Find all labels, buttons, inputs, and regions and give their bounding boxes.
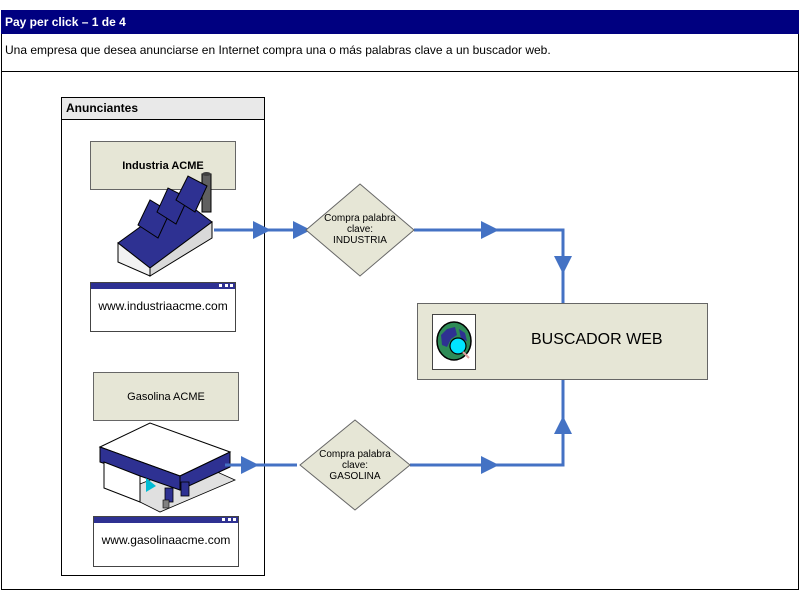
window-titlebar (94, 517, 238, 523)
advertiser-box-industria: Industria ACME (90, 141, 236, 190)
decision-text-gasolina: Compra palabra clave: GASOLINA (307, 449, 403, 482)
slide-title: Pay per click – 1 de 4 (1, 10, 799, 34)
gas-station-icon (98, 422, 236, 513)
search-engine-label: BUSCADOR WEB (531, 331, 663, 348)
flow-connectors (214, 221, 572, 474)
factory-icon (117, 172, 213, 277)
website-window-gasolina: www.gasolinaacme.com (93, 516, 239, 567)
decision-line: Compra palabra (324, 213, 396, 224)
advertisers-panel-title: Anunciantes (61, 97, 265, 120)
website-url: www.industriaacme.com (98, 299, 228, 313)
search-engine-box: BUSCADOR WEB (417, 303, 708, 380)
globe-search-icon (436, 321, 472, 361)
decision-keyword: INDUSTRIA (333, 235, 387, 246)
decision-keyword: GASOLINA (329, 471, 381, 482)
advertiser-box-gasolina: Gasolina ACME (93, 372, 239, 421)
decision-diamond-gasolina (299, 419, 411, 511)
website-window-industria: www.industriaacme.com (90, 282, 236, 332)
window-titlebar (91, 283, 235, 289)
decision-line: Compra palabra (319, 449, 391, 460)
window-controls-icon (222, 518, 236, 522)
decision-text-industria: Compra palabra clave: INDUSTRIA (312, 213, 408, 246)
search-engine-icon-frame (432, 314, 476, 370)
intro-text: Una empresa que desea anunciarse en Inte… (1, 34, 799, 72)
website-url: www.gasolinaacme.com (101, 533, 231, 547)
decision-line: clave: (346, 224, 374, 235)
window-controls-icon (219, 284, 233, 288)
decision-diamond-industria (305, 183, 415, 277)
decision-line: clave: (341, 460, 369, 471)
